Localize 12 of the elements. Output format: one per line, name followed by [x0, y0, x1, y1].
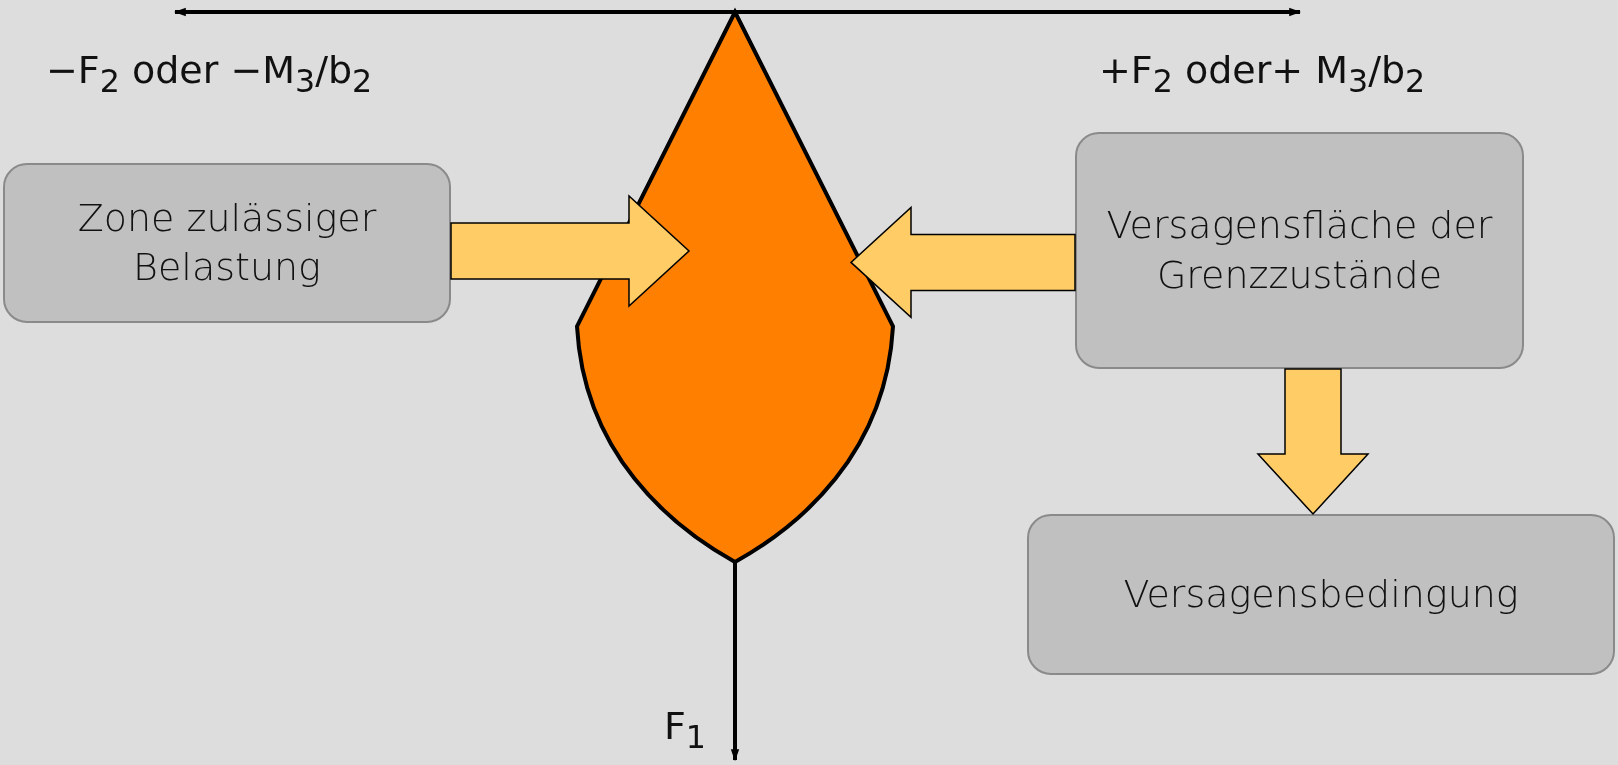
process-box [1027, 514, 1615, 675]
process-box [1075, 132, 1524, 369]
box-label: Versagensfläche der Grenzzustände [1105, 202, 1494, 299]
axis-label: −F$_{2}$ oder −M$_{3}$/b$_{2}$ [46, 48, 373, 99]
axis-label: +F$_{2}$ oder+ M$_{3}$/b$_{2}$ [1099, 48, 1426, 99]
axis-label: F$_{1}$ [664, 704, 706, 755]
block-arrow [450, 194, 691, 308]
block-arrow [1256, 368, 1370, 516]
process-box [3, 163, 451, 323]
box-label: Versagensbedingung [1122, 570, 1520, 618]
block-arrow [849, 205, 1076, 320]
box-label: Zone zulässiger Belastung [76, 194, 378, 291]
